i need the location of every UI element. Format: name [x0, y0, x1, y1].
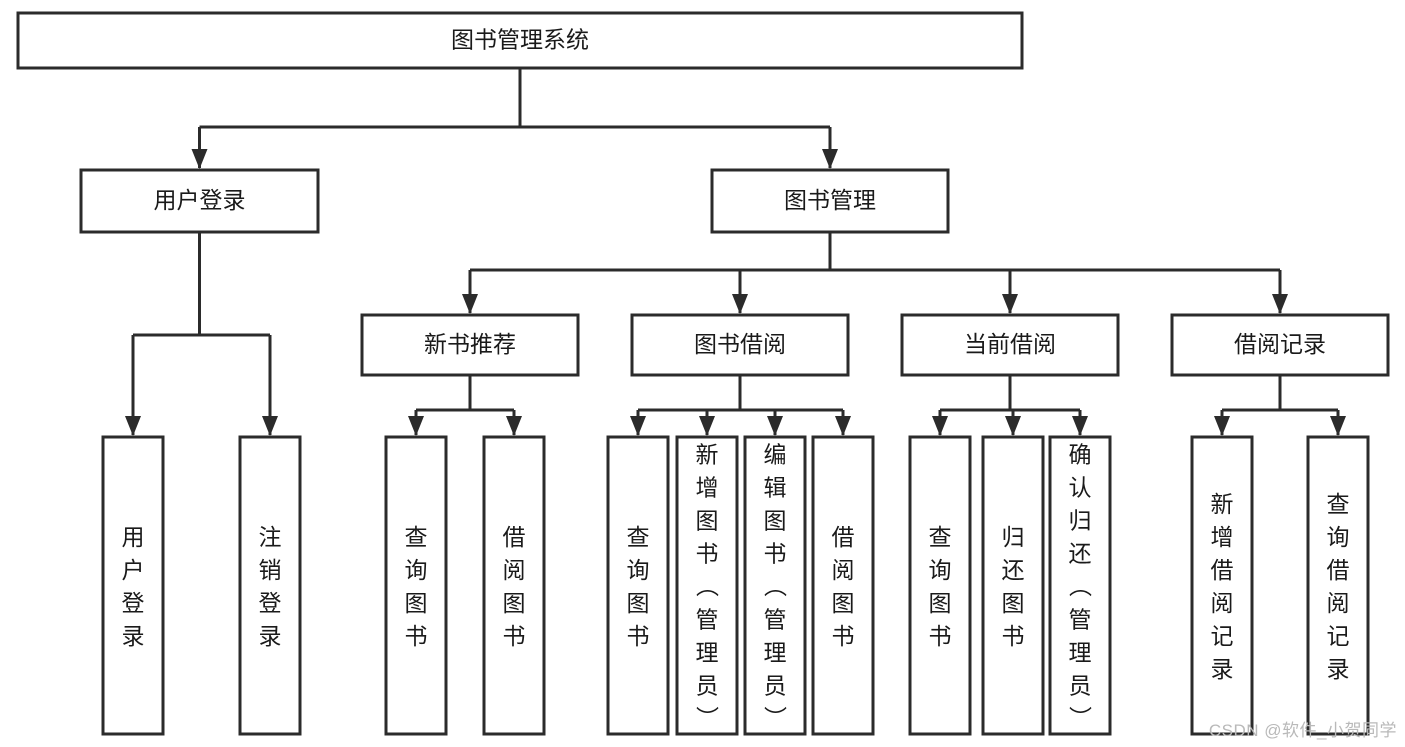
arrow-head-icon [191, 149, 208, 169]
node-leaf-11-label: 新增借阅记录 [1211, 491, 1234, 682]
node-level3-3-rect [1170, 313, 1390, 377]
arrow-head-icon [462, 294, 478, 314]
node-leaf-7-rect [811, 435, 875, 736]
arrow-head-icon [822, 149, 838, 169]
node-leaf-4-label: 查询图书 [627, 524, 650, 649]
node-leaf-6-rect [743, 435, 807, 736]
node-leaf-12-label: 查询借阅记录 [1327, 491, 1350, 682]
node-level2-0-label: 用户登录 [154, 187, 246, 213]
connectors-layer [125, 68, 1346, 436]
arrow-head-icon [1072, 416, 1088, 436]
node-leaf-5-label: 新增图书（管理员） [696, 442, 720, 732]
node-leaf-3[interactable]: 借阅图书 [482, 435, 546, 736]
node-level2-1[interactable]: 图书管理 [710, 168, 950, 234]
node-leaf-8[interactable]: 查询图书 [908, 435, 972, 736]
node-level3-0[interactable]: 新书推荐 [360, 313, 580, 377]
node-level3-1-rect [630, 313, 850, 377]
node-leaf-0-label: 用户登录 [122, 524, 145, 649]
arrow-head-icon [699, 416, 715, 436]
node-level3-1-label: 图书借阅 [694, 331, 786, 357]
arrow-head-icon [1330, 416, 1346, 436]
arrow-head-icon [1002, 294, 1018, 314]
node-level3-2-label: 当前借阅 [964, 331, 1056, 357]
arrow-head-icon [732, 294, 748, 314]
node-leaf-1-label: 注销登录 [259, 524, 282, 649]
node-level2-1-label: 图书管理 [784, 187, 876, 213]
node-leaf-10[interactable]: 确认归还（管理员） [1048, 435, 1112, 736]
node-level3-1[interactable]: 图书借阅 [630, 313, 850, 377]
node-leaf-6-label: 编辑图书（管理员） [764, 442, 788, 732]
node-level3-0-rect [360, 313, 580, 377]
arrow-head-icon [1272, 294, 1288, 314]
node-leaf-4-rect [606, 435, 670, 736]
node-level3-2[interactable]: 当前借阅 [900, 313, 1120, 377]
node-leaf-2[interactable]: 查询图书 [384, 435, 448, 736]
arrow-head-icon [1005, 416, 1021, 436]
node-leaf-12-rect [1306, 435, 1370, 736]
arrow-head-icon [767, 416, 783, 436]
arrow-head-icon [408, 416, 424, 436]
node-leaf-7-label: 借阅图书 [832, 524, 855, 649]
node-level3-3[interactable]: 借阅记录 [1170, 313, 1390, 377]
node-leaf-9-label: 归还图书 [1002, 524, 1025, 649]
node-leaf-3-rect [482, 435, 546, 736]
node-leaf-8-label: 查询图书 [929, 524, 952, 649]
node-leaf-6[interactable]: 编辑图书（管理员） [743, 435, 807, 736]
node-leaf-11-rect [1190, 435, 1254, 736]
node-leaf-2-label: 查询图书 [405, 524, 428, 649]
node-leaf-5[interactable]: 新增图书（管理员） [675, 435, 739, 736]
arrow-head-icon [932, 416, 948, 436]
node-level2-1-rect [710, 168, 950, 234]
arrow-head-icon [262, 416, 278, 436]
node-level3-3-label: 借阅记录 [1234, 331, 1326, 357]
node-leaf-3-label: 借阅图书 [503, 524, 526, 649]
node-root[interactable]: 图书管理系统 [16, 11, 1024, 70]
node-leaf-10-rect [1048, 435, 1112, 736]
node-leaf-12[interactable]: 查询借阅记录 [1306, 435, 1370, 736]
arrow-head-icon [1214, 416, 1230, 436]
node-leaf-5-rect [675, 435, 739, 736]
node-leaf-0-rect [101, 435, 165, 736]
arrow-head-icon [125, 416, 141, 436]
node-leaf-10-label: 确认归还（管理员） [1069, 442, 1093, 732]
arrow-head-icon [506, 416, 522, 436]
nodes-layer: 图书管理系统用户登录图书管理新书推荐图书借阅当前借阅借阅记录用户登录注销登录查询… [16, 11, 1390, 736]
node-leaf-8-rect [908, 435, 972, 736]
node-root-label: 图书管理系统 [451, 27, 589, 53]
node-leaf-11[interactable]: 新增借阅记录 [1190, 435, 1254, 736]
node-leaf-1-rect [238, 435, 302, 736]
node-leaf-9[interactable]: 归还图书 [981, 435, 1045, 736]
node-level2-0[interactable]: 用户登录 [79, 168, 320, 234]
node-leaf-1[interactable]: 注销登录 [238, 435, 302, 736]
arrow-head-icon [630, 416, 646, 436]
node-leaf-9-rect [981, 435, 1045, 736]
node-level3-2-rect [900, 313, 1120, 377]
node-leaf-2-rect [384, 435, 448, 736]
node-level3-0-label: 新书推荐 [424, 331, 516, 357]
node-leaf-7[interactable]: 借阅图书 [811, 435, 875, 736]
node-leaf-4[interactable]: 查询图书 [606, 435, 670, 736]
node-leaf-0[interactable]: 用户登录 [101, 435, 165, 736]
node-root-rect [16, 11, 1024, 70]
arrow-head-icon [835, 416, 851, 436]
node-level2-0-rect [79, 168, 320, 234]
